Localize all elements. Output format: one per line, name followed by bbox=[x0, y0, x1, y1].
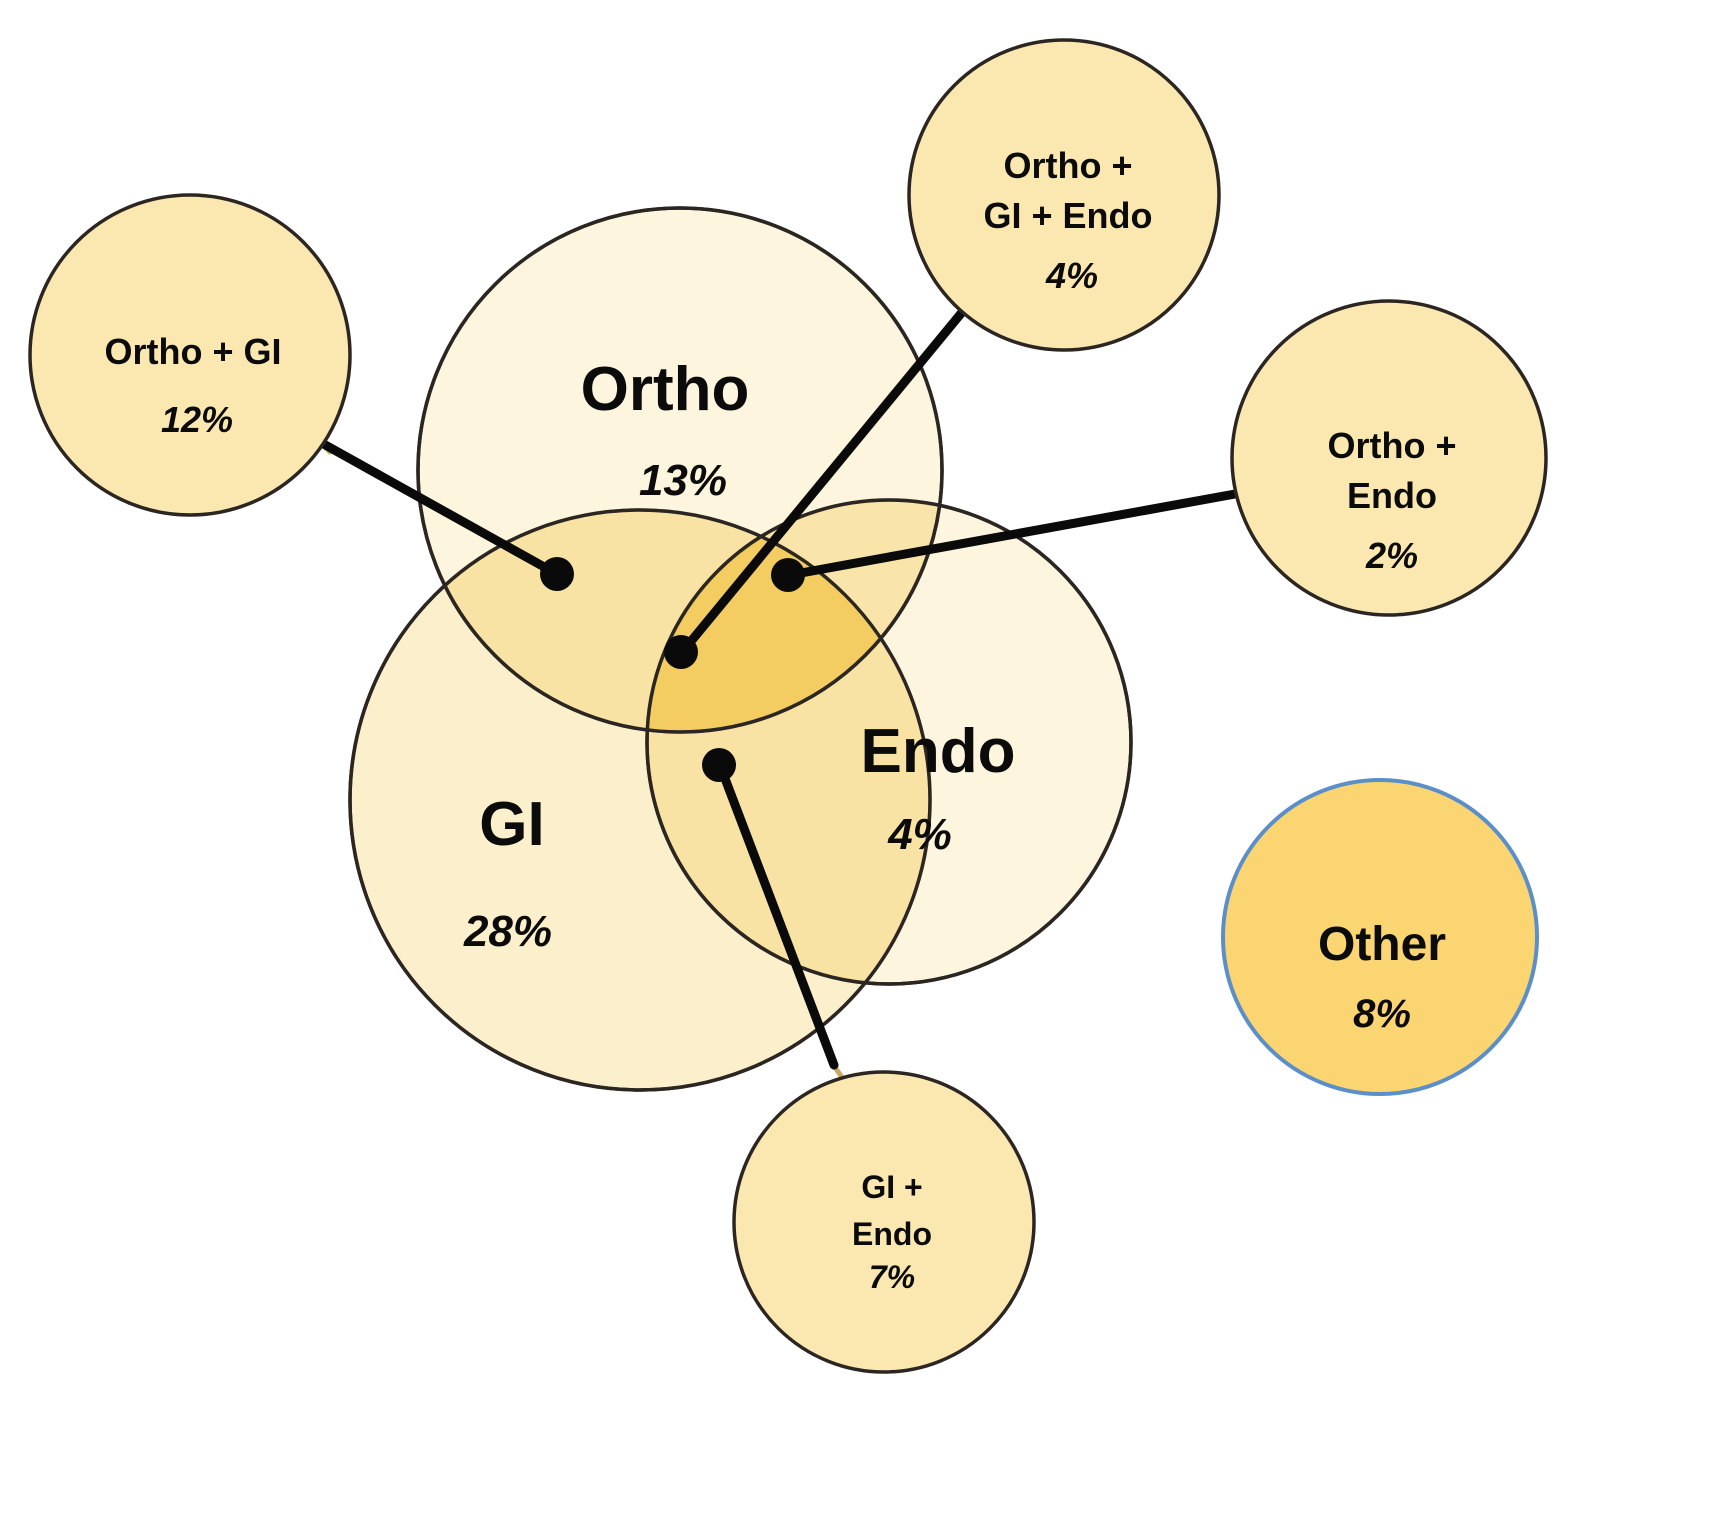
set-circle-ortho-outline bbox=[416, 206, 944, 734]
callout-circle-gi-endo[interactable] bbox=[732, 1070, 1036, 1374]
label-endo-percent: 4% bbox=[887, 810, 952, 859]
leader-line-gi-endo bbox=[716, 763, 839, 1070]
leader-dot-gi-endo bbox=[702, 748, 736, 782]
leader-line-ortho-gi bbox=[315, 437, 560, 578]
label-ortho-percent: 13% bbox=[639, 456, 727, 505]
callout-label-gi-endo-percent: 7% bbox=[869, 1259, 915, 1295]
callout-circle-ortho-gi[interactable] bbox=[28, 193, 352, 517]
callout-label-ortho-endo-line2: Endo bbox=[1347, 475, 1437, 516]
callout-label-ortho-endo-percent: 2% bbox=[1365, 535, 1418, 576]
callout-label-ortho-gi-endo-line1: Ortho + bbox=[1003, 145, 1132, 186]
label-other-percent: 8% bbox=[1353, 992, 1411, 1036]
leader-dot-ortho-gi-endo bbox=[664, 635, 698, 669]
set-circle-endo-outline bbox=[645, 498, 1133, 986]
label-gi-percent: 28% bbox=[463, 907, 552, 956]
leader-line-ortho-gi-endo bbox=[678, 300, 973, 656]
label-endo-name: Endo bbox=[861, 717, 1016, 786]
callout-label-ortho-gi-endo-percent: 4% bbox=[1045, 255, 1098, 296]
callout-label-ortho-gi-line1: Ortho + GI bbox=[104, 331, 281, 372]
callout-label-ortho-gi-endo-line2: GI + Endo bbox=[983, 195, 1152, 236]
callout-label-ortho-gi-percent: 12% bbox=[161, 399, 233, 440]
label-ortho-name: Ortho bbox=[581, 355, 750, 424]
callout-circle-ortho-endo[interactable] bbox=[1230, 299, 1548, 617]
label-other-name: Other bbox=[1318, 918, 1446, 971]
callout-circle-ortho-gi-endo[interactable] bbox=[907, 38, 1221, 352]
callout-label-gi-endo-line2: Endo bbox=[852, 1216, 932, 1252]
leader-lines bbox=[279, 255, 1291, 1114]
overlap-ortho-gi-endo bbox=[647, 510, 930, 732]
callout-circles bbox=[28, 38, 1548, 1374]
callout-label-gi-endo-line1: GI + bbox=[861, 1169, 922, 1205]
callout-label-ortho-endo-line1: Ortho + bbox=[1327, 425, 1456, 466]
leader-line-ortho-endo bbox=[785, 487, 1251, 580]
standalone-circle-other[interactable] bbox=[1221, 778, 1539, 1096]
label-gi-name: GI bbox=[479, 790, 544, 859]
leader-dot-ortho-endo bbox=[771, 558, 805, 592]
leader-dot-ortho-gi bbox=[540, 557, 574, 591]
set-circle-gi-outline bbox=[348, 508, 932, 1092]
